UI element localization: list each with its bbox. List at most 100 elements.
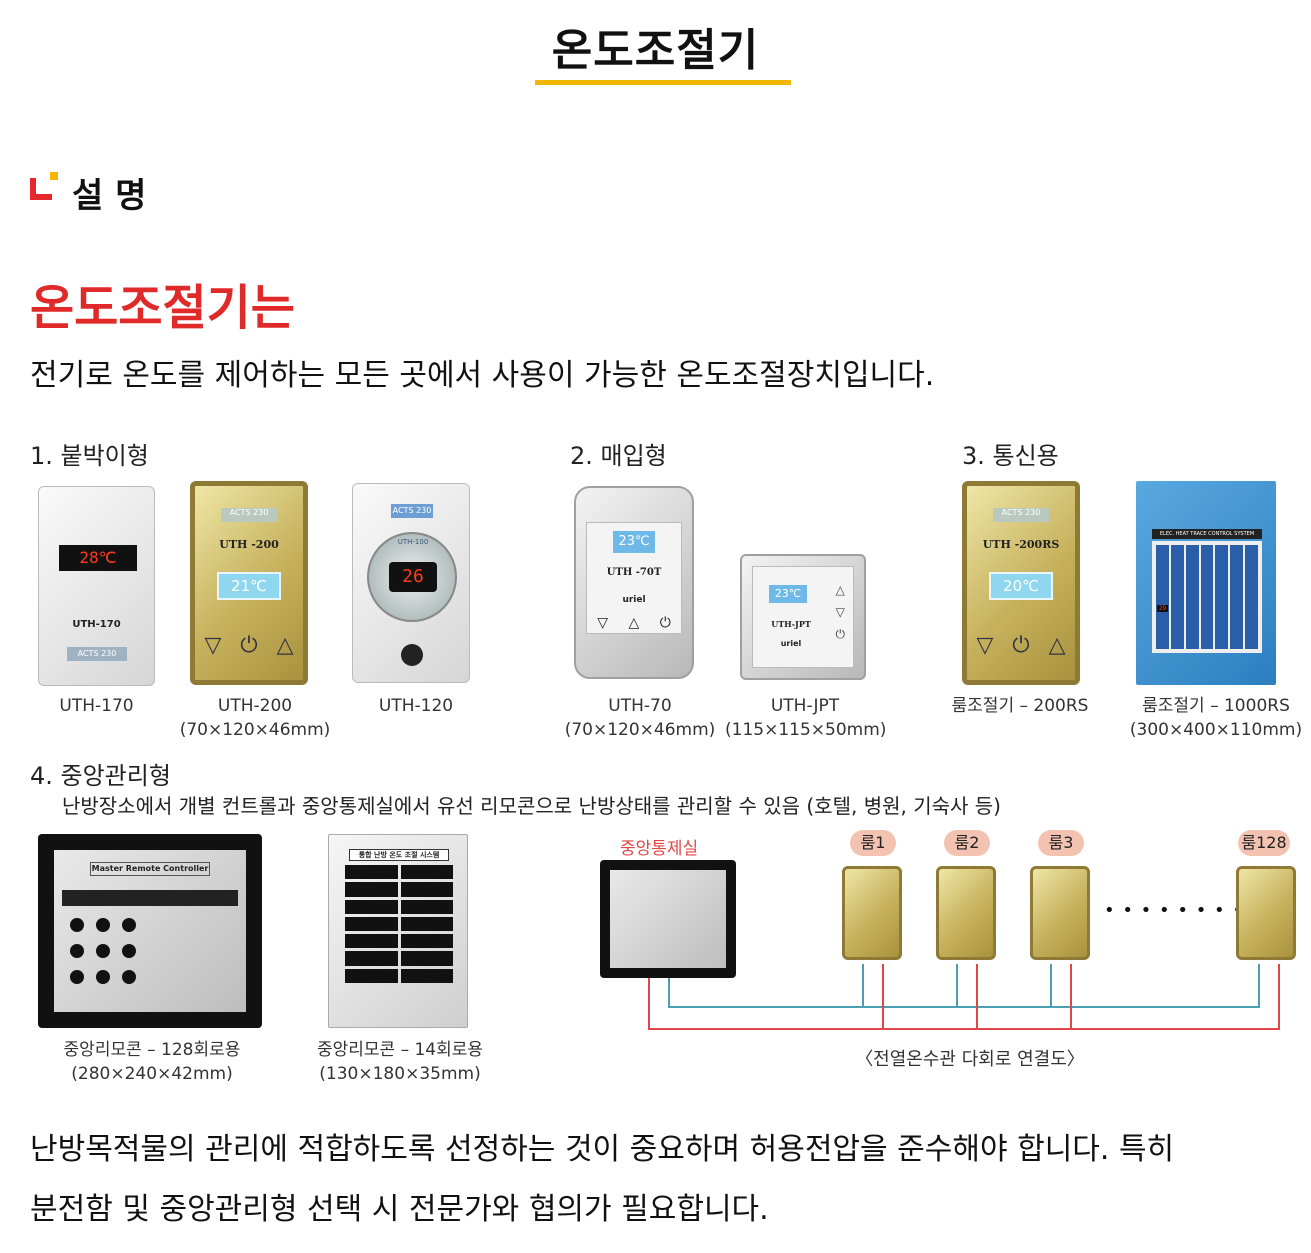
- remote-display: [400, 916, 453, 932]
- module-unit: [1245, 545, 1259, 649]
- product-name: UTH-200: [217, 696, 293, 716]
- product-buttons: ▽⏻△: [967, 633, 1075, 658]
- module-rack: 29: [1152, 541, 1262, 653]
- room-controller: [1030, 866, 1090, 960]
- wire-blue: [668, 978, 670, 1008]
- diagram-caption: 〈전열온수관 다회로 연결도〉: [855, 1049, 1085, 1070]
- power-icon: ⏻: [659, 615, 671, 631]
- remote-caption: 중앙리모콘 – 14회로용 (130×180×35mm): [310, 1038, 490, 1086]
- remote-display: [400, 882, 453, 897]
- product-name: UTH-JPT: [770, 696, 840, 716]
- category-communication: 3. 통신용: [962, 442, 1059, 470]
- section-title: 설 명: [72, 176, 147, 216]
- product-caption: UTH-JPT (115×115×50mm): [725, 694, 887, 742]
- down-arrow-icon: ▽: [597, 615, 608, 631]
- headline: 온도조절기는: [30, 280, 295, 336]
- product-caption: UTH-70 (70×120×46mm): [560, 694, 720, 742]
- section-bracket-icon: [30, 172, 58, 200]
- product-image-1000rs: ELEC. HEAT TRACE CONTROL SYSTEM 29: [1136, 481, 1276, 685]
- remote-face: Master Remote Controller: [54, 850, 246, 1012]
- room-label: 룸128: [1238, 830, 1290, 856]
- product-size: (300×400×110mm): [1129, 720, 1303, 740]
- wire-red: [1070, 964, 1072, 1030]
- wire-red: [976, 964, 978, 1030]
- product-brand: ACTS 230: [67, 647, 127, 661]
- product-name: 룸조절기 – 1000RS: [1142, 696, 1290, 716]
- remote-display: [345, 899, 398, 914]
- remote-display-grid: [345, 865, 453, 983]
- wire-blue: [1258, 964, 1260, 1008]
- wire-blue: [956, 964, 958, 1008]
- power-icon: ⏻: [1012, 633, 1030, 658]
- remote-name: 중앙리모콘 – 128회로용: [63, 1040, 241, 1060]
- dial-ring: UTH-100 26: [367, 532, 457, 622]
- room-controller: [842, 866, 902, 960]
- room-label: 룸3: [1038, 830, 1084, 856]
- title-underline: [535, 80, 791, 85]
- remote-size: (130×180×35mm): [319, 1064, 481, 1084]
- remote-button: [122, 918, 136, 932]
- remote-display-strip: [62, 890, 238, 906]
- product-screen: 23℃: [769, 585, 807, 603]
- remote-title: 통합 난방 온도 조절 시스템: [349, 849, 449, 861]
- product-caption: 룸조절기 – 1000RS (300×400×110mm): [1126, 694, 1306, 742]
- category-central-desc: 난방장소에서 개별 컨트롤과 중앙통제실에서 유선 리모콘으로 난방상태를 관리…: [62, 794, 1001, 818]
- wire-red: [648, 1028, 1280, 1030]
- product-panel-model: UTH -200RS: [982, 538, 1060, 551]
- diagram-remote-face: [610, 870, 726, 968]
- product-screen: 28℃: [59, 545, 137, 571]
- closing-line-2: 분전함 및 중앙관리형 선택 시 전문가와 협의가 필요합니다.: [30, 1192, 769, 1227]
- product-image-uth200: ACTS 230 UTH -200 21℃ ▽⏻△: [190, 481, 308, 685]
- remote-display: [345, 865, 398, 880]
- product-screen: 29: [1157, 605, 1168, 612]
- room-label: 룸1: [850, 830, 896, 856]
- category-built-in: 1. 붙박이형: [30, 442, 149, 470]
- room-controller: [936, 866, 996, 960]
- product-name: UTH-120: [378, 696, 454, 716]
- product-face: 23℃ UTH-JPT uriel △▽⏻: [752, 566, 854, 668]
- remote-display: [400, 934, 453, 949]
- product-panel-model: ELEC. HEAT TRACE CONTROL SYSTEM: [1152, 529, 1262, 539]
- power-icon: ⏻: [835, 627, 846, 641]
- remote-display: [345, 934, 398, 949]
- product-brand: ACTS 230: [221, 508, 277, 522]
- remote-display: [345, 916, 398, 932]
- wire-red: [882, 964, 884, 1030]
- product-image-uthjpt: 23℃ UTH-JPT uriel △▽⏻: [740, 554, 866, 680]
- module-unit: 29: [1156, 545, 1169, 649]
- remote-button: [70, 970, 84, 984]
- product-face: 23℃ UTH -70T uriel ▽△⏻: [586, 522, 682, 634]
- product-brand: uriel: [780, 639, 802, 648]
- remote-caption: 중앙리모콘 – 128회로용 (280×240×42mm): [40, 1038, 264, 1086]
- remote-image-128: Master Remote Controller: [38, 834, 262, 1028]
- remote-display: [400, 951, 453, 966]
- up-arrow-icon: △: [628, 615, 640, 631]
- remote-display: [400, 968, 453, 983]
- remote-display: [345, 951, 398, 966]
- module-unit: [1185, 545, 1199, 649]
- product-image-uth120: ACTS 230 UTH-100 26: [352, 483, 470, 683]
- remote-button: [70, 918, 84, 932]
- product-panel-model: UTH-170: [72, 619, 121, 630]
- remote-title: Master Remote Controller: [90, 862, 210, 876]
- product-name: 룸조절기 – 200RS: [951, 696, 1089, 716]
- product-brand: ACTS 230: [993, 508, 1049, 522]
- product-panel-model: UTH -200: [219, 538, 279, 551]
- room-ellipsis: • • • • • • • •: [1104, 900, 1244, 921]
- remote-display: [345, 882, 398, 897]
- knob-icon: [401, 644, 423, 666]
- product-buttons: △▽⏻: [836, 579, 846, 645]
- product-size: (115×115×50mm): [725, 720, 887, 740]
- page-title: 온도조절기: [551, 25, 760, 76]
- product-name: UTH-170: [59, 696, 134, 716]
- wire-red: [648, 978, 650, 1030]
- product-panel-model: UTH-JPT: [771, 619, 811, 629]
- remote-display: [345, 968, 398, 983]
- product-screen: 26: [389, 562, 437, 592]
- category-central: 4. 중앙관리형: [30, 762, 171, 790]
- product-panel-model: UTH -70T: [606, 567, 662, 578]
- product-buttons: ▽⏻△: [195, 633, 303, 658]
- remote-buttons: [64, 914, 154, 992]
- remote-size: (280×240×42mm): [71, 1064, 233, 1084]
- remote-image-14: 통합 난방 온도 조절 시스템: [328, 834, 468, 1028]
